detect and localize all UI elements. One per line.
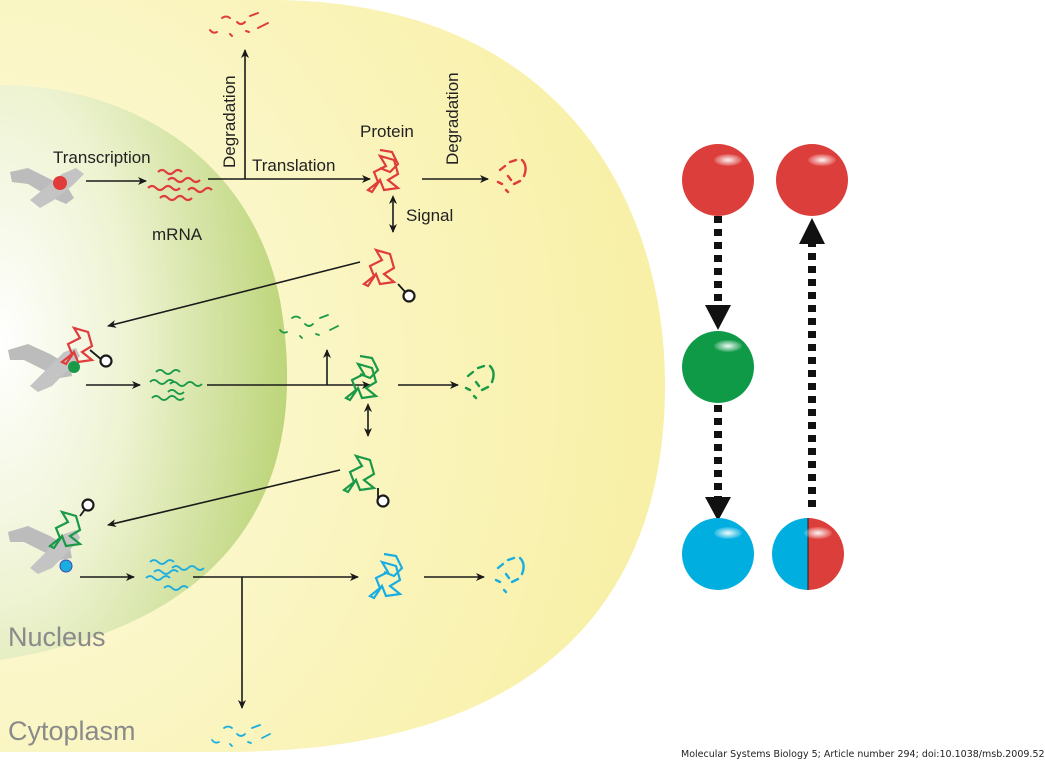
nuclear-import-arrow-red [107,261,361,328]
nucleus-region [0,85,288,660]
arrowhead-up-icon [799,218,825,244]
activated-protein-red [361,248,416,303]
protein-degradation-label: Degradation [443,72,462,165]
arrowhead-down-icon [705,497,731,521]
signal-label: Signal [406,206,453,225]
signal-modification-icon [81,498,95,512]
arrowhead-down-icon [705,305,731,330]
signal-modification-icon [99,354,113,368]
degraded-protein-red [496,158,527,194]
degraded-mrna-green [279,314,339,339]
degraded-mrna-red [209,12,269,37]
bound-protein-green [47,498,95,550]
citation: Molecular Systems Biology 5; Article num… [681,749,1045,760]
node-blue-red-bottom-right [772,518,844,590]
chromosome-red [10,168,84,208]
protein-blue [367,552,404,600]
mrna-blue [145,559,205,591]
node-blue-bottom-left [682,518,754,590]
mrna-label: mRNA [152,225,203,244]
cytoplasm-label: Cytoplasm [8,716,136,746]
promoter-blue [59,559,73,573]
degraded-protein-green [464,364,495,400]
translation-label: Translation [252,156,335,175]
mrna-red [147,168,213,202]
nucleus-label: Nucleus [8,622,106,652]
signal-modification-icon [402,289,416,303]
protein-green [343,354,380,402]
bound-protein-red [59,326,113,368]
signal-modification-icon [376,494,390,508]
chromosome-blue [8,526,80,574]
node-red-top-right [776,144,848,216]
transcription-label: Transcription [53,148,151,167]
mrna-degradation-label: Degradation [220,75,239,168]
promoter-green [68,361,80,373]
degraded-mrna-blue [211,724,271,747]
gene-regulation-diagram: Nucleus Cytoplasm Transcription mRNA Tra… [0,0,848,752]
activated-protein-green [341,454,390,508]
mrna-green [149,369,203,401]
node-green-middle [682,331,754,403]
node-red-top-left [682,144,754,216]
nuclear-import-arrow-green [107,469,341,528]
degraded-protein-blue [494,556,525,594]
promoter-red [53,176,67,190]
protein-label: Protein [360,122,414,141]
protein-red [365,148,401,194]
network-schematic [682,144,848,590]
